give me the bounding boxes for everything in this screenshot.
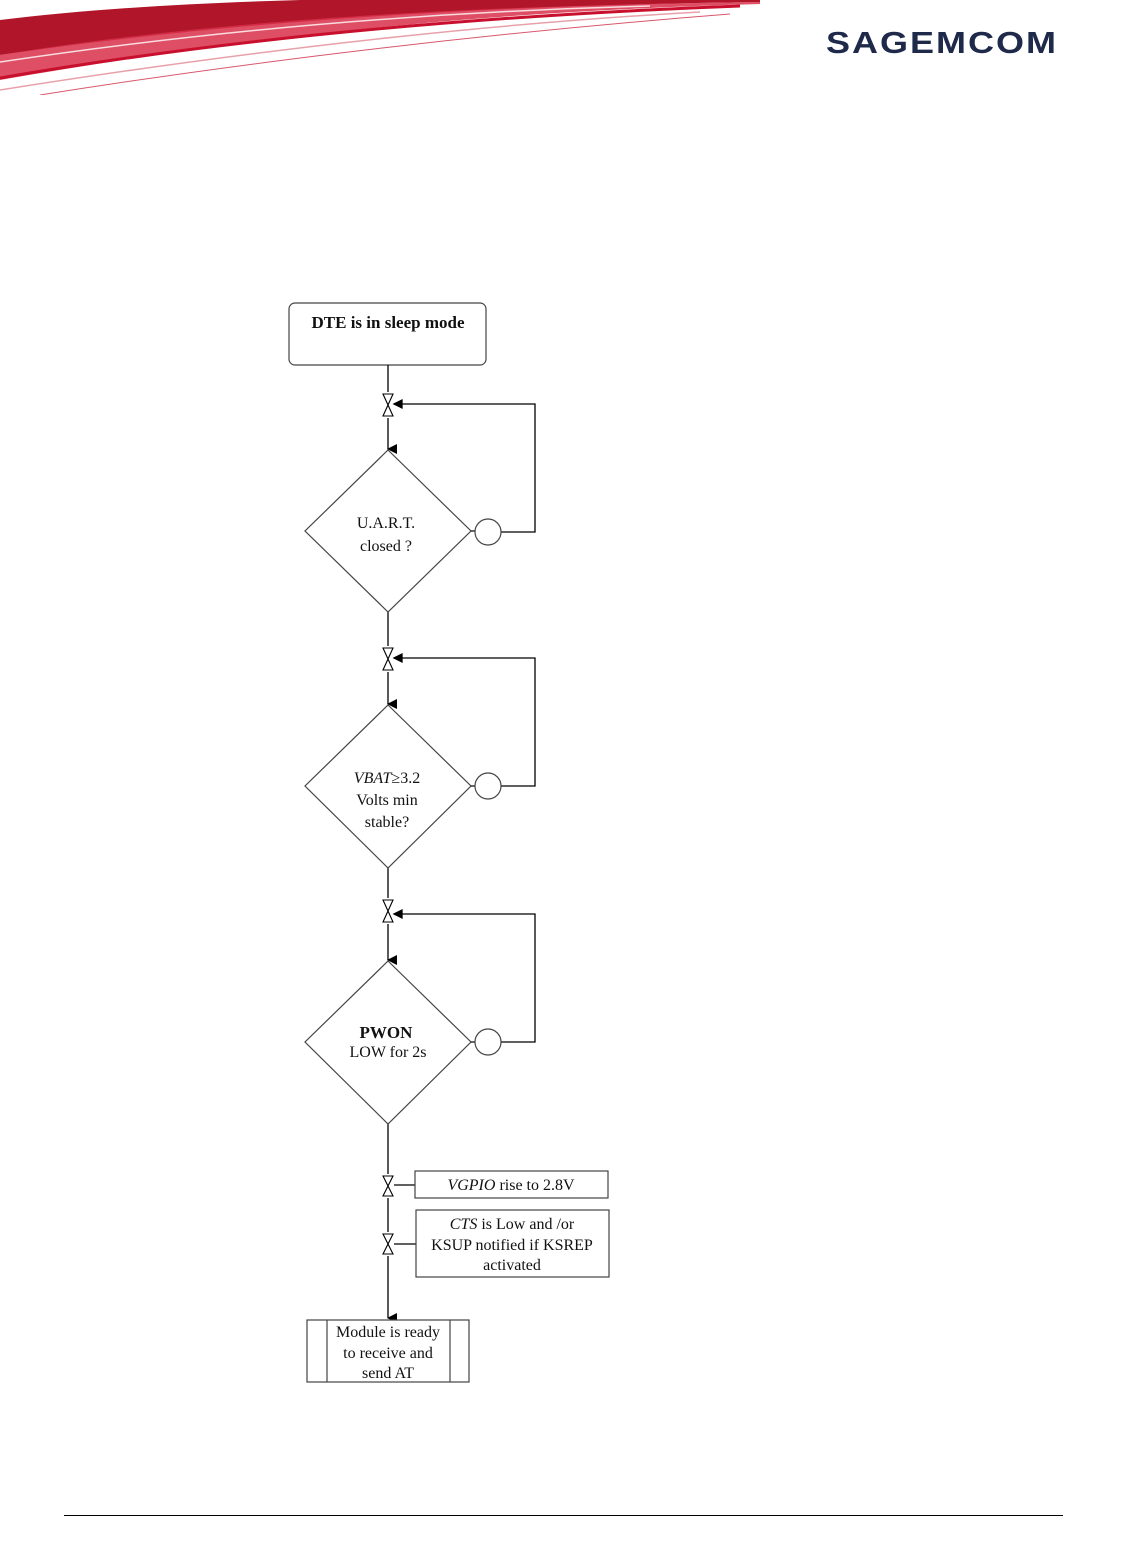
decision-2-line-3: stable? bbox=[365, 814, 409, 831]
decision-3-subtitle: LOW for 2s bbox=[349, 1044, 426, 1061]
note-2-line-2: KSUP notified if KSREP bbox=[431, 1237, 593, 1254]
decision-2-threshold: ≥3.2 bbox=[391, 770, 420, 787]
decision-3-title: PWON bbox=[360, 1023, 414, 1042]
note-cts-ksup: CTS is Low and /or KSUP notified if KSRE… bbox=[394, 1210, 609, 1277]
note-2-line-3: activated bbox=[483, 1257, 541, 1274]
decision-2-line-2: Volts min bbox=[356, 792, 418, 809]
end-box-line-3: send AT bbox=[362, 1365, 414, 1382]
svg-text:VBAT≥3.2: VBAT≥3.2 bbox=[354, 770, 420, 787]
end-box-line-2: to receive and bbox=[343, 1345, 433, 1362]
svg-text:VGPIO rise to 2.8V: VGPIO rise to 2.8V bbox=[447, 1177, 575, 1194]
note-1-text: rise to 2.8V bbox=[495, 1177, 575, 1194]
note-2-cts: CTS bbox=[450, 1216, 478, 1233]
loop-connector-circle bbox=[475, 519, 501, 545]
note-1-vgpio: VGPIO bbox=[447, 1177, 495, 1194]
decision-2-vbat: VBAT bbox=[354, 770, 393, 787]
decision-uart-closed: U.A.R.T. closed ? bbox=[305, 450, 501, 612]
start-box: DTE is in sleep mode bbox=[289, 303, 486, 365]
note-2-text: is Low and /or bbox=[477, 1216, 575, 1233]
decision-1-line-1: U.A.R.T. bbox=[357, 515, 415, 532]
loop-connector-circle bbox=[475, 1029, 501, 1055]
decision-1-line-2: closed ? bbox=[360, 538, 412, 555]
loop-connector-circle bbox=[475, 773, 501, 799]
decision-vbat-stable: VBAT≥3.2 Volts min stable? bbox=[305, 705, 501, 868]
decision-pwon-low: PWON LOW for 2s bbox=[305, 961, 501, 1124]
start-box-label: DTE is in sleep mode bbox=[311, 313, 464, 332]
end-box: Module is ready to receive and send AT bbox=[307, 1320, 469, 1382]
footer-divider bbox=[64, 1515, 1063, 1516]
note-vgpio: VGPIO rise to 2.8V bbox=[394, 1171, 608, 1198]
end-box-line-1: Module is ready bbox=[336, 1324, 440, 1341]
svg-text:CTS is Low and /or: CTS is Low and /or bbox=[450, 1216, 575, 1233]
